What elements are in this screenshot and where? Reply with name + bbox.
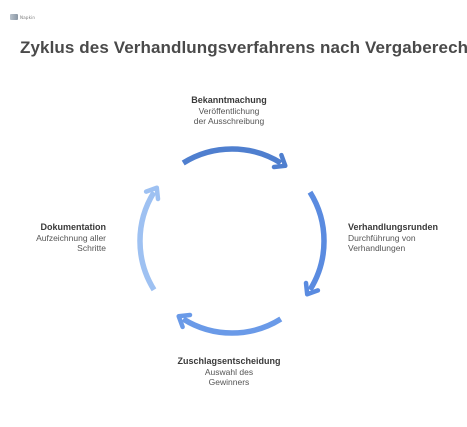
arrow-zuschlagsentscheidung-to-dokumentation xyxy=(181,316,283,336)
arrowhead-4 xyxy=(143,185,161,202)
step-dokumentation: Dokumentation Aufzeichnung aller Schritt… xyxy=(10,222,106,253)
arrow-dokumentation-to-bekanntmachung xyxy=(137,190,157,292)
logo: Napkin xyxy=(10,14,35,20)
step-desc-dokumentation: Aufzeichnung aller Schritte xyxy=(36,233,106,253)
arrow-verhandlungsrunden-to-zuschlagsentscheidung xyxy=(307,190,327,292)
arrow-bekanntmachung-to-verhandlungsrunden xyxy=(181,146,283,166)
arrowhead-2 xyxy=(303,280,321,297)
step-desc-verhandlungsrunden: Durchführung von Verhandlungen xyxy=(348,233,416,253)
step-verhandlungsrunden: Verhandlungsrunden Durchführung von Verh… xyxy=(348,222,460,253)
step-desc-zuschlagsentscheidung: Auswahl des Gewinners xyxy=(204,367,254,387)
step-desc-bekanntmachung: Veröffentlichung der Ausschreibung xyxy=(193,106,265,126)
step-title-zuschlagsentscheidung: Zuschlagsentscheidung xyxy=(177,356,281,366)
arrowhead-3 xyxy=(176,312,193,330)
step-title-verhandlungsrunden: Verhandlungsrunden xyxy=(348,222,439,232)
logo-mark xyxy=(10,14,18,20)
step-bekanntmachung: Bekanntmachung Veröffentlichung der Auss… xyxy=(150,95,308,126)
logo-text: Napkin xyxy=(20,14,36,20)
step-zuschlagsentscheidung: Zuschlagsentscheidung Auswahl des Gewinn… xyxy=(150,356,308,387)
step-title-dokumentation: Dokumentation xyxy=(40,222,106,232)
page-title: Zyklus des Verhandlungsverfahrens nach V… xyxy=(20,38,467,57)
arrowhead-1 xyxy=(271,152,288,170)
step-title-bekanntmachung: Bekanntmachung xyxy=(191,95,267,105)
